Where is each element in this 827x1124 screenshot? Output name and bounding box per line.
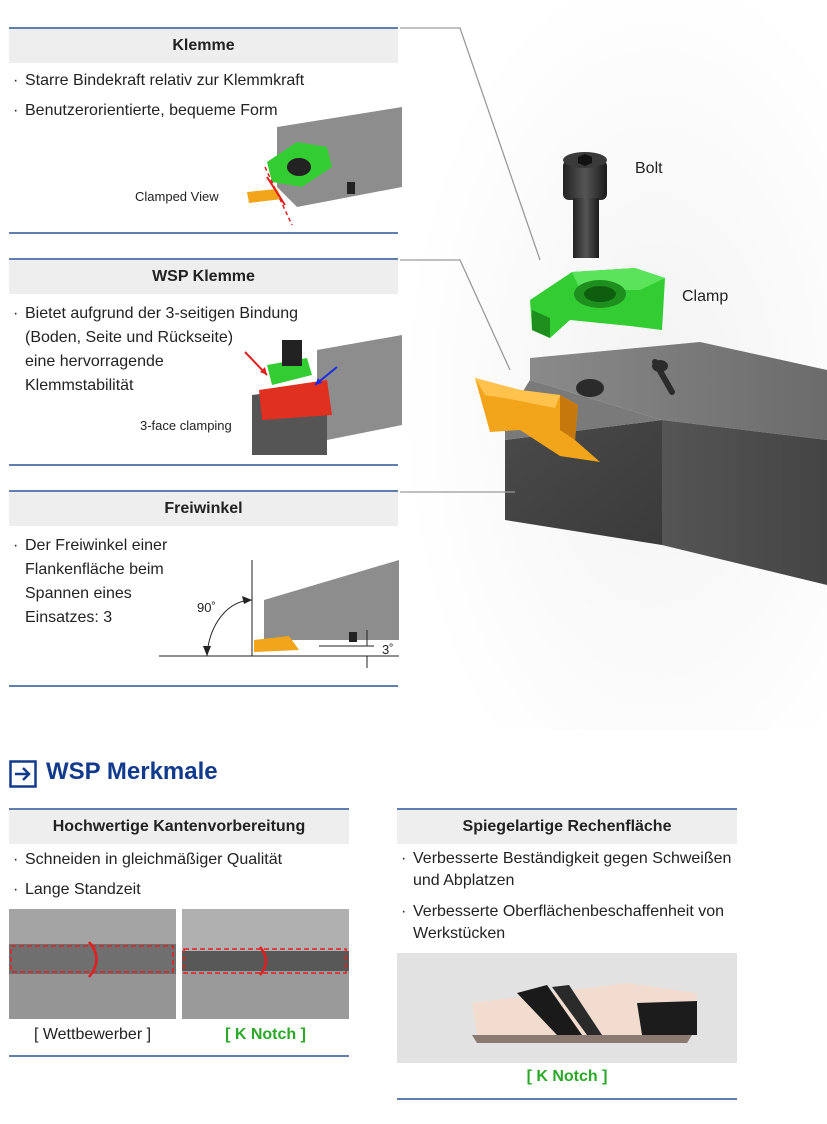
panel-edge-prep: Hochwertige Kantenvorbereitung ·Schneide… (9, 808, 349, 1060)
angle-3-label: 3˚ (382, 642, 394, 657)
panel-wsp-clamp: WSP Klemme ·Bietet aufgrund der 3-seitig… (9, 258, 402, 468)
bolt-graphic (563, 152, 607, 258)
panel-rake-face-title: Spiegelartige Rechenfläche (397, 810, 737, 844)
panel-clamp-title: Klemme (9, 29, 398, 63)
clamp-label: Clamp (682, 288, 729, 305)
panel-edge-prep-bullet-1: ·Schneiden in gleichmäßiger Qualität (13, 851, 283, 868)
panel-clamp-bullet-1: ·Starre Bindekraft relativ zur Klemmkraf… (13, 72, 305, 89)
bolt-label: Bolt (635, 160, 663, 177)
knotch-label-left: [ K Notch ] (225, 1026, 306, 1043)
three-face-clamping-caption: 3-face clamping (140, 418, 232, 433)
knotch-edge-photo (182, 909, 349, 1019)
leader-line-wsp-clamp (400, 259, 511, 371)
arrow-box-icon (9, 760, 37, 788)
section-title: WSP Merkmale (46, 758, 218, 785)
leader-line-clamp (400, 27, 541, 261)
panel-clamp: Klemme ·Starre Bindekraft relativ zur Kl… (9, 27, 402, 235)
panel-clearance: Freiwinkel ·Der Freiwinkel einer Flanken… (9, 490, 399, 690)
clamp-graphic (530, 268, 665, 338)
mirror-rake-face-photo (397, 953, 737, 1063)
knotch-label-right: [ K Notch ] (526, 1068, 608, 1085)
panel-clearance-bullet: ·Der Freiwinkel einer Flankenfläche beim… (13, 537, 168, 626)
clamped-view-image (247, 107, 402, 225)
panel-edge-prep-bullet-2: ·Lange Standzeit (13, 881, 141, 898)
panel-clearance-title: Freiwinkel (9, 492, 398, 526)
main-product-image (400, 0, 827, 730)
three-face-clamping-image (244, 335, 402, 455)
panel-rake-face-bullet-2: ·Verbesserte Oberflächenbeschaffenheit v… (401, 903, 725, 942)
tool-holder-graphic (505, 342, 827, 585)
insert-graphic (475, 378, 600, 462)
angle-90-label: 90˚ (197, 600, 216, 615)
panel-wsp-clamp-bullet: ·Bietet aufgrund der 3-seitigen Bindung … (13, 305, 299, 394)
panel-rake-face-bullet-1: ·Verbesserte Beständigkeit gegen Schweiß… (401, 850, 732, 889)
panel-rake-face: Spiegelartige Rechenfläche ·Verbesserte … (397, 808, 737, 1102)
panel-wsp-clamp-title: WSP Klemme (9, 260, 398, 294)
competitor-label: [ Wettbewerber ] (33, 1026, 152, 1043)
clamped-view-caption: Clamped View (135, 189, 219, 204)
competitor-edge-photo (9, 909, 176, 1019)
panel-edge-prep-title: Hochwertige Kantenvorbereitung (9, 810, 349, 844)
panel-clamp-bullet-2: ·Benutzerorientierte, bequeme Form (13, 102, 278, 119)
clearance-angle-diagram (159, 560, 399, 668)
